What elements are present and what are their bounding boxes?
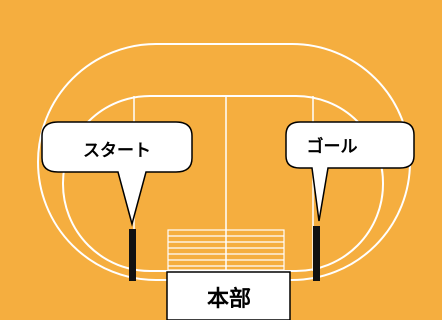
headquarters-box [166,271,291,321]
start-marker [129,229,136,281]
start-callout [41,121,193,227]
headquarters-label: 本部 [207,286,251,312]
goal-label: ゴール [307,136,358,157]
goal-marker [313,226,320,281]
stands-stripes [167,229,285,271]
start-label: スタート [83,141,151,161]
inner-track-line [62,95,384,272]
goal-callout [285,121,415,222]
